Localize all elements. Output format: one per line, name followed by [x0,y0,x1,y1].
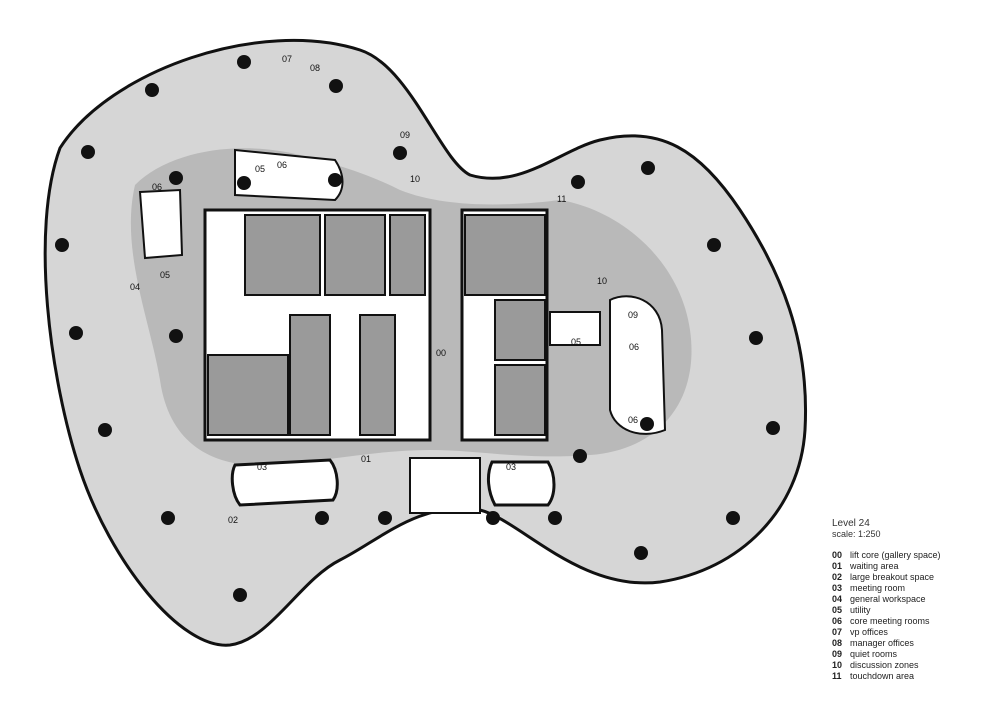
core-right-lift [494,299,546,361]
legend-item: 08 manager offices [832,638,992,649]
legend-code: 10 [832,660,843,670]
legend: Level 24 scale: 1:250 00 lift core (galle… [832,518,992,682]
core-left-wc [244,214,321,296]
legend-code: 09 [832,649,843,659]
legend-label: core meeting rooms [850,616,930,626]
legend-item: 01 waiting area [832,561,992,572]
legend-code: 02 [832,572,843,582]
legend-item: 02 large breakout space [832,572,992,583]
utility-05-right [549,311,601,346]
room-label: 10 [597,276,607,286]
room-label: 09 [400,130,410,140]
legend-label: lift core (gallery space) [850,550,941,560]
legend-item: 09 quiet rooms [832,649,992,660]
core-right-stair [494,364,546,436]
legend-code: 07 [832,627,843,637]
legend-item: 07 vp offices [832,627,992,638]
room-label: 06 [629,342,639,352]
room-label: 11 [557,194,566,204]
room-label: 05 [571,337,581,347]
legend-code: 03 [832,583,843,593]
legend-code: 00 [832,550,843,560]
room-label: 06 [628,415,638,425]
legend-item: 10 discussion zones [832,660,992,671]
legend-label: utility [850,605,871,615]
core-left-lift [324,214,386,296]
core-right-wc [464,214,546,296]
room-label: 01 [361,454,371,464]
room-label: 08 [310,63,320,73]
room-label: 09 [628,310,638,320]
legend-item: 05 utility [832,605,992,616]
legend-code: 01 [832,561,843,571]
void-feature [409,457,481,514]
legend-item: 00 lift core (gallery space) [832,550,992,561]
room-label: 03 [257,462,267,472]
core-meeting-06-left [138,188,184,260]
legend-code: 11 [832,671,842,681]
legend-label: manager offices [850,638,914,648]
room-label: 05 [255,164,265,174]
legend-code: 06 [832,616,843,626]
room-label: 06 [152,182,162,192]
meeting-room-03-right [486,460,556,507]
room-label: 00 [436,348,446,358]
legend-label: meeting room [850,583,906,593]
core-meeting-06-top [234,148,344,202]
legend-item: 06 core meeting rooms [832,616,992,627]
room-label: 10 [410,174,420,184]
structural-columns [55,55,780,602]
room-label: 02 [228,515,238,525]
legend-item: 03 meeting room [832,583,992,594]
legend-label: touchdown area [850,671,915,681]
core-left-shaft-a [289,314,331,436]
room-label: 05 [160,270,170,280]
legend-label: discussion zones [850,660,919,670]
legend-label: large breakout space [850,572,935,582]
legend-title: Level 24 [832,518,870,529]
room-labels: 07 08 09 10 11 05 06 06 05 04 00 01 02 0… [130,54,639,525]
room-label: 04 [130,282,140,292]
legend-scale: scale: 1:250 [832,529,881,539]
core-left-stair [389,214,426,296]
room-label: 07 [282,54,292,64]
legend-label: quiet rooms [850,649,898,659]
legend-label: vp offices [850,627,888,637]
legend-item: 04 general workspace [832,594,992,605]
legend-label: waiting area [850,561,899,571]
legend-list: 00 lift core (gallery space) 01 waiting are… [832,550,992,682]
core-left-stair-b [207,354,289,436]
legend-label: general workspace [850,594,926,604]
legend-item: 11 touchdown area [832,671,992,682]
legend-code: 08 [832,638,843,648]
room-label: 06 [277,160,287,170]
room-label: 03 [506,462,516,472]
legend-code: 05 [832,605,843,615]
meeting-room-03-left [230,458,339,507]
core-meeting-06-right [609,295,667,435]
core-left-shaft-b [359,314,396,436]
legend-code: 04 [832,594,843,604]
